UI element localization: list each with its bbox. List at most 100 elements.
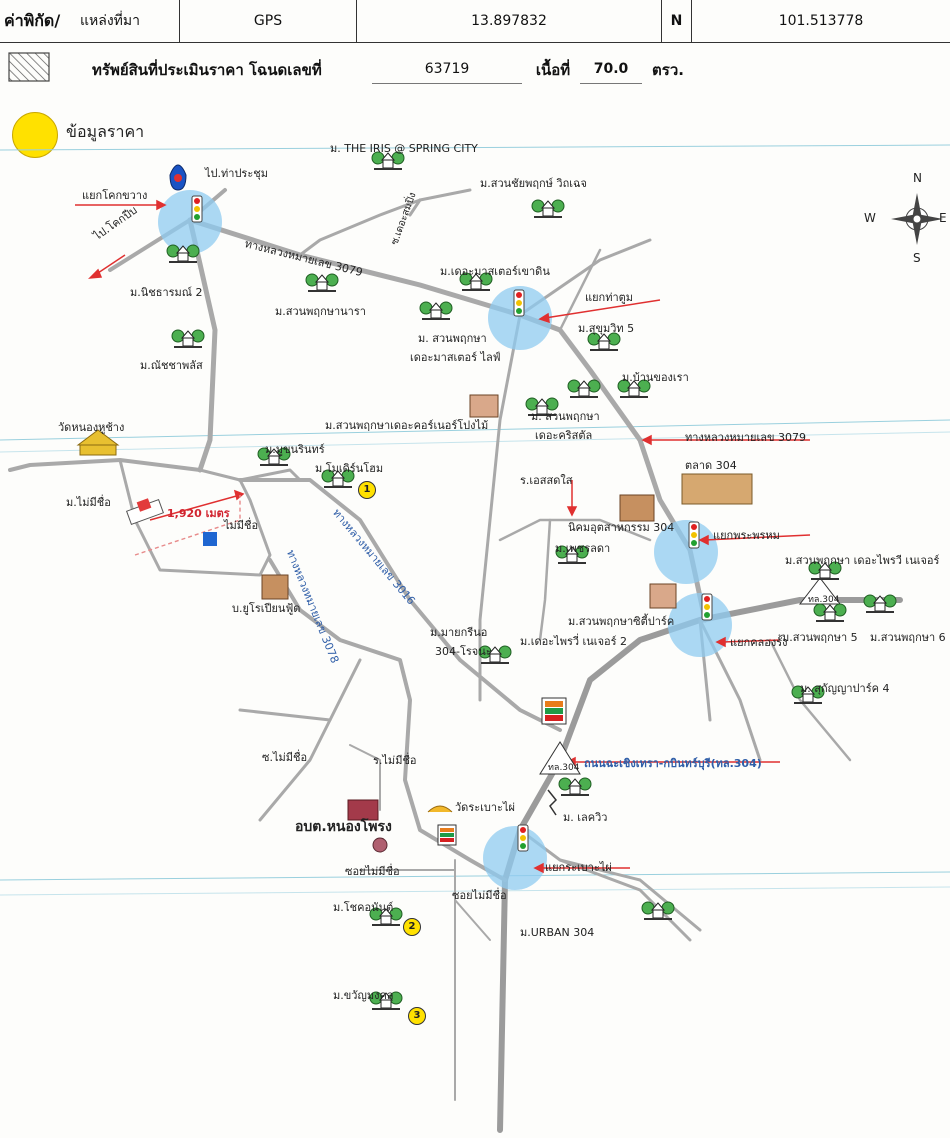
label-suanphruksa-right: ม.สวนพฤกษา เดอะไพรวี เนเจอร์ xyxy=(785,554,940,567)
label-sukhumvit5: ม.สุขุมวิท 5 xyxy=(578,322,635,335)
label-suanchai: ม.สวนชัยพฤกษ์ วิถเฉจ xyxy=(480,177,587,190)
label-phraphrom: แยกพระพรหม xyxy=(713,529,780,542)
label-suanphruksa6: ม.สวนพฤกษา 6 xyxy=(870,631,946,644)
source-value: GPS xyxy=(180,0,357,42)
label-suanphruksa-master-1: ม. สวนพฤกษา xyxy=(418,332,487,345)
village-icon xyxy=(171,329,205,348)
label-soi-a: ซอยไม่มีชื่อ xyxy=(345,865,400,878)
subject-parcels xyxy=(125,498,217,546)
label-wat-raboeng: วัดระเบาะไผ่ xyxy=(455,801,515,814)
village-icon xyxy=(369,907,403,926)
label-soi-maimichue-2: ร.ไม่มีชื่อ xyxy=(373,754,417,767)
area-value: 70.0 xyxy=(580,54,642,84)
label-soi-b: ซอยไม่มีชื่อ xyxy=(452,889,507,902)
village-icon xyxy=(587,332,621,351)
village-icon xyxy=(555,545,589,564)
coordinate-row: ค่าพิกัด/ แหล่งที่มา GPS 13.897832 N 101… xyxy=(0,0,950,43)
label-khlong-rang: แยกคลองรั้ง xyxy=(730,636,788,649)
latitude-value: 13.897832 xyxy=(357,0,662,42)
label-es-sol: ร.เอสสดใส xyxy=(520,474,573,487)
label-mayarin-2: 304-โรจนะ xyxy=(435,645,492,658)
price-marker-3[interactable]: 3 xyxy=(408,1007,426,1025)
label-suanphruksa-corner: ม.สวนพฤกษาเดอะคอร์เนอร์โปงไม้ xyxy=(325,419,489,432)
label-obt: อบต.หนองโพรง xyxy=(295,819,392,835)
village-icon xyxy=(617,379,651,398)
label-road304: ถนนฉะเชิงเทรา-กบินทร์บุรี(ทล.304) xyxy=(584,757,762,770)
label-maimichue-a: ม.ไม่มีชื่อ xyxy=(66,496,111,509)
label-lakeview: ม. เลควิว xyxy=(563,811,608,824)
price-marker-1[interactable]: 1 xyxy=(358,481,376,499)
village-icon xyxy=(257,447,291,466)
village-icon xyxy=(791,685,825,704)
label-maimichue-b: ไม่มีชื่อ xyxy=(224,519,259,532)
distance-line xyxy=(134,495,241,556)
label-distance: 1,920 เมตร xyxy=(167,507,230,520)
coord-label: ค่าพิกัด/ xyxy=(4,10,61,30)
label-mamodern: ม.โมเดิร์นโฮม xyxy=(315,462,384,475)
source-label: แหล่งที่มา xyxy=(80,0,180,42)
compass-rose-icon xyxy=(891,193,943,245)
label-mayarin-1: ม.มายกรีนอ xyxy=(430,626,488,639)
road-network xyxy=(8,188,903,1133)
compass-east: E xyxy=(939,211,947,225)
label-mamarin: ม.มูขนรินทร์ xyxy=(265,443,325,456)
village-icon xyxy=(863,594,897,613)
label-wat-nongpha: วัดหนองหูช้าง xyxy=(58,421,125,434)
label-niem: นิคมอุตสาหกรรม 304 xyxy=(568,521,675,534)
village-icons xyxy=(166,151,897,1010)
label-banchongrao: ม.บ้านของเรา xyxy=(622,371,689,384)
village-icon xyxy=(305,273,339,292)
label-suanphruksa-cristal-2: เดอะคริสตัล xyxy=(535,429,593,442)
price-legend-label: ข้อมูลราคา xyxy=(66,122,145,141)
compass-south: S xyxy=(913,251,921,265)
village-icon xyxy=(166,244,200,263)
label-suanphruksa-cristal-1: ม. สวนพฤกษา xyxy=(531,410,600,423)
label-khwanmongkol: ม.ขวัญมงคล xyxy=(333,989,394,1002)
map-guide-lines xyxy=(0,144,950,896)
longitude-value: 101.513778 xyxy=(778,13,864,29)
village-icon xyxy=(567,379,601,398)
label-khok-khwang: แยกโคกขวาง xyxy=(82,189,148,202)
label-suanphruksa-nara: ม.สวนพฤกษานารา xyxy=(275,305,366,318)
village-icon xyxy=(641,901,675,920)
village-icon xyxy=(321,469,355,488)
village-icon xyxy=(813,603,847,622)
label-tha-tum: แยกท่าตูม xyxy=(585,291,634,304)
label-iris: ม. THE IRIS @ SPRING CITY xyxy=(330,142,478,155)
area-label: เนื้อที่ xyxy=(535,61,571,79)
hatch-legend-icon xyxy=(8,52,50,82)
compass-north: N xyxy=(913,171,922,185)
label-talad304: ตลาด 304 xyxy=(685,459,737,472)
label-sign304-b: ทล.304 xyxy=(548,763,580,773)
label-deprive-nature2: ม.เดอะไพรวี่ เนเจอร์ 2 xyxy=(520,635,628,648)
village-icon xyxy=(478,645,512,664)
label-nirachon: ม.นิชธารมณ์ 2 xyxy=(130,286,203,299)
label-masterkhedin: ม.เดอะมาสเตอร์เขาดิน xyxy=(440,265,550,278)
label-to-thaprachum: ไป.ท่าประชุม xyxy=(205,167,268,180)
red-arrows xyxy=(75,199,811,874)
label-soi-maimichue-1: ซ.ไม่มีชื่อ xyxy=(262,751,308,764)
village-icon xyxy=(531,199,565,218)
asset-row: ทรัพย์สินที่ประเมินราคา โฉนดเลขที่ 63719… xyxy=(0,46,950,94)
label-suanphruksa-master-2: เดอะมาสเตอร์ ไลฟ์ xyxy=(410,351,501,364)
deed-number: 63719 xyxy=(372,54,522,84)
building-icons xyxy=(76,164,753,853)
village-icon xyxy=(459,272,493,291)
label-suanphruksa-city: ม.สวนพฤกษาซิตี้ปาร์ค xyxy=(568,615,675,628)
price-marker-2[interactable]: 2 xyxy=(403,918,421,936)
village-icon xyxy=(369,991,403,1010)
village-icon xyxy=(558,777,592,796)
label-sukanya: ม. สุกัญญาปาร์ค 4 xyxy=(800,682,890,695)
label-suanphruksa5: ม.สวนพฤกษา 5 xyxy=(782,631,858,644)
traffic-light-icons xyxy=(191,195,713,852)
junction-circles xyxy=(158,190,732,890)
label-nanchaphan: ม.ณัชชาพลัส xyxy=(140,359,203,372)
north-label: N xyxy=(662,0,692,42)
highway-sign-icons xyxy=(539,577,842,775)
seven-eleven-icon xyxy=(437,697,567,846)
label-chokanan: ม.โชคอนันต์ xyxy=(333,901,394,914)
label-3079-b: ทางหลวงหมายเลข 3079 xyxy=(685,431,806,444)
area-unit: ตรว. xyxy=(652,61,684,79)
